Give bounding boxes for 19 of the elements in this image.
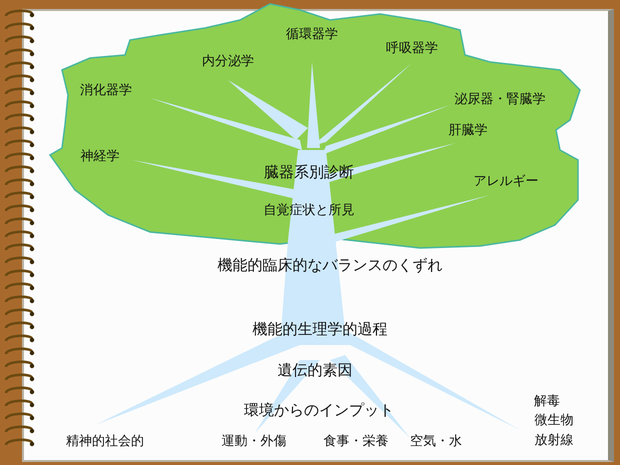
- stage-label: 機能的臨床的なバランスのくずれ: [218, 256, 442, 274]
- branch-label: 内分泌学: [202, 54, 254, 70]
- branch-label: 肝臓学: [448, 123, 488, 139]
- root-label: 精神的社会的: [66, 434, 144, 450]
- branch-label: 泌尿器・腎臓学: [454, 92, 546, 108]
- root-label: 食事・栄養: [324, 434, 388, 450]
- stage-label: 環境からのインプット: [244, 401, 394, 419]
- stage-label: 機能的生理学的過程: [252, 320, 388, 338]
- root-label: 微生物: [534, 413, 574, 429]
- branch-label: 呼吸器学: [386, 41, 438, 57]
- stage-label: 遺伝的素因: [278, 361, 352, 379]
- root-label: 空気・水: [410, 434, 462, 450]
- root-label: 運動・外傷: [222, 434, 286, 450]
- root-label: 放射線: [534, 433, 574, 449]
- branch-label: 循環器学: [286, 27, 338, 43]
- branch-label: アレルギー: [474, 174, 538, 190]
- branch-label: 神経学: [80, 149, 120, 165]
- branch-label: 消化器学: [80, 83, 132, 99]
- root-label: 解毒: [534, 394, 560, 410]
